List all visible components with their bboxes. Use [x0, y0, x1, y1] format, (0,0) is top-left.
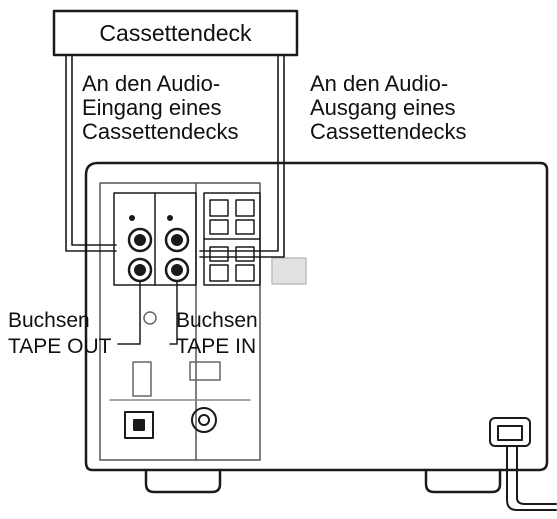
leader-line-tape-out — [117, 281, 141, 345]
cassette-deck-box — [52, 9, 299, 57]
rca-jack-icon — [127, 257, 153, 283]
tape-in-jacks — [164, 227, 190, 283]
back-panel — [99, 182, 261, 461]
tape-in-label: Buchsen TAPE IN — [176, 309, 258, 358]
rca-jack-icon — [171, 234, 183, 246]
tape-out-jacks — [127, 227, 153, 283]
audio-output-label: An den Audio- Ausgang eines Cassettendec… — [310, 71, 467, 144]
coax-jack-icon — [198, 414, 210, 426]
grey-connector — [271, 257, 307, 285]
cable-to-deck-output — [199, 54, 285, 258]
audio-input-label: An den Audio- Eingang eines Cassettendec… — [82, 71, 239, 144]
tape-out-label: Buchsen TAPE OUT — [8, 309, 112, 358]
cable-to-deck-input — [65, 54, 117, 252]
coax-jack-icon — [191, 407, 217, 433]
dc-jack-icon — [133, 419, 145, 431]
unit-body — [84, 161, 549, 472]
rca-jack-icon — [134, 234, 146, 246]
rca-jack-icon — [164, 257, 190, 283]
cassette-deck-label: Cassettendeck — [99, 20, 252, 46]
screw-icon — [129, 215, 135, 221]
screw-icon — [167, 215, 173, 221]
rca-jack-icon — [127, 227, 153, 253]
speaker-terminals — [203, 192, 261, 286]
antenna-jack-icon — [143, 311, 157, 325]
rca-jack-icon — [171, 264, 183, 276]
rca-jack-icon — [164, 227, 190, 253]
dc-jack-icon — [124, 411, 154, 439]
leader-line-tape-in — [169, 281, 178, 345]
unit-foot-left — [144, 468, 222, 494]
slide-switch — [132, 361, 152, 397]
unit-foot-right — [424, 468, 502, 494]
rca-jack-icon — [134, 264, 146, 276]
power-cord — [489, 417, 557, 511]
ethernet-port-icon — [189, 361, 221, 381]
